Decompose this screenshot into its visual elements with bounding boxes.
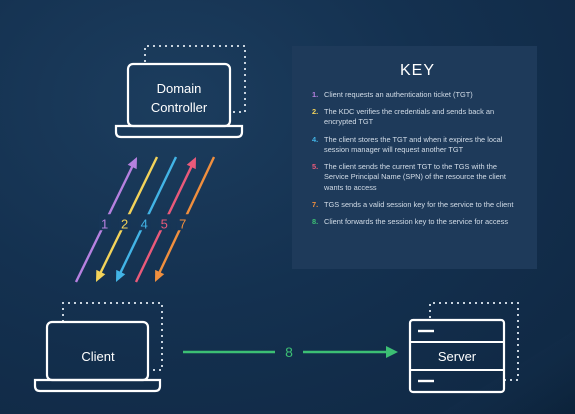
key-item: 1. Client requests an authentication tick…	[312, 90, 523, 100]
key-item-number: 8.	[312, 216, 319, 226]
key-item-number: 2.	[312, 107, 319, 117]
key-item-text: Client forwards the session key to the s…	[324, 216, 509, 226]
flow-arrowhead	[186, 157, 196, 170]
domain-controller-label-line1: Domain	[157, 81, 202, 96]
client-label: Client	[81, 349, 115, 364]
server-label: Server	[438, 349, 477, 364]
key-panel: KEY 1. Client requests an authentication …	[292, 46, 537, 269]
flow-arrow-number: 1	[101, 216, 108, 231]
key-item: 5. The client sends the current TGT to th…	[312, 162, 523, 193]
key-item: 2. The KDC verifies the credentials and s…	[312, 107, 523, 127]
flow-arrow-number: 2	[121, 216, 128, 231]
server-dotted-border	[429, 302, 519, 381]
key-item-text: Client requests an authentication ticket…	[324, 90, 473, 99]
flow-arrow-label-bg	[158, 214, 171, 231]
flow-arrow-number: 5	[161, 216, 168, 231]
key-item-number: 4.	[312, 134, 319, 144]
key-item-text: The KDC verifies the credentials and sen…	[324, 107, 495, 127]
server-node: Server	[408, 302, 519, 394]
flow-arrow-label-bg	[176, 214, 189, 231]
flow-arrow-label-bg	[118, 214, 131, 231]
flow-arrowhead	[116, 269, 126, 282]
domain-controller-dotted-border	[144, 45, 246, 113]
domain-controller-node: Domain Controller	[114, 45, 246, 139]
key-item-text: The client stores the TGT and when it ex…	[324, 134, 503, 154]
flow-arrow-label-bg	[138, 214, 151, 231]
server-body	[408, 318, 506, 394]
key-item-number: 1.	[312, 90, 319, 99]
key-item-number: 7.	[312, 199, 319, 209]
key-item: 7. TGS sends a valid session key for the …	[312, 200, 523, 210]
flow-arrow-number: 7	[179, 216, 186, 231]
client-base	[33, 378, 162, 393]
flow-arrow-number: 4	[141, 216, 148, 231]
client-node: Client	[33, 302, 163, 393]
domain-controller-base	[114, 124, 244, 139]
key-list: 1. Client requests an authentication tick…	[312, 90, 523, 227]
flow-arrowhead	[155, 269, 165, 282]
key-item: 4. The client stores the TGT and when it …	[312, 135, 523, 155]
step8-arrow: 8	[183, 344, 398, 360]
key-title: KEY	[399, 62, 435, 79]
key-item: 8. Client forwards the session key to the…	[312, 217, 523, 227]
flow-arrow-label-bg	[98, 214, 111, 231]
step8-arrowhead	[386, 346, 398, 358]
key-item-text: TGS sends a valid session key for the se…	[324, 199, 514, 209]
flow-arrowhead	[127, 157, 137, 170]
client-dotted-border	[62, 302, 163, 371]
key-item-text: The client sends the current TGT to the …	[324, 162, 506, 192]
key-item-number: 5.	[312, 162, 319, 172]
step8-number: 8	[285, 344, 293, 360]
flow-arrowhead	[96, 269, 106, 282]
domain-controller-label-line2: Controller	[151, 100, 208, 115]
